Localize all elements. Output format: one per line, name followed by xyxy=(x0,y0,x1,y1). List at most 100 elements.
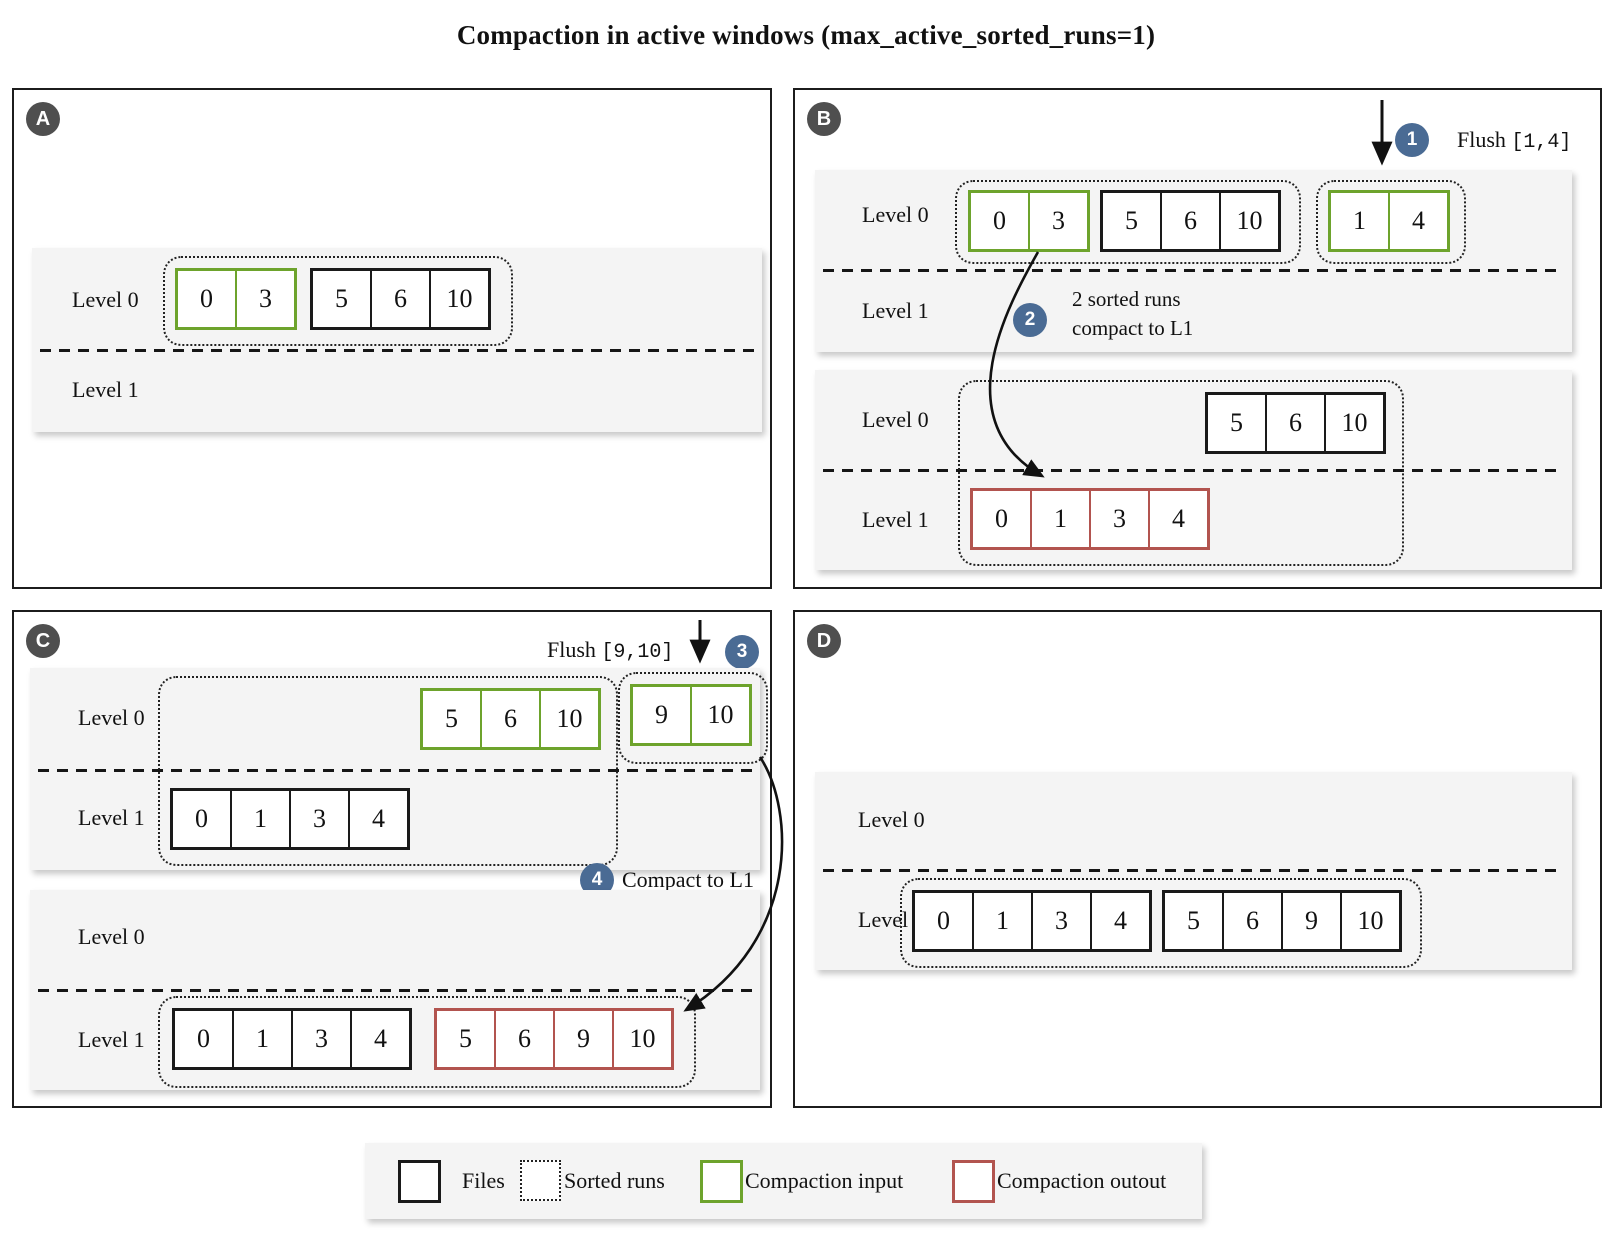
panel-b-bottom-level0-label: Level 0 xyxy=(862,407,929,432)
panel-b-sorted-run1-outline xyxy=(955,180,1301,264)
file-cell: 6 xyxy=(1222,893,1281,949)
panel-c-bottom-level0-label: Level 0 xyxy=(78,924,145,949)
panel-c-badge: C xyxy=(26,624,60,658)
file-cell: 3 xyxy=(1028,193,1087,249)
panel-c-sorted-run1-outline xyxy=(158,676,618,866)
panel-a-level0-label: Level 0 xyxy=(72,287,139,312)
file-cell: 0 xyxy=(995,504,1008,533)
file-cell: 5 xyxy=(1187,906,1200,935)
file-cell: 0 xyxy=(195,804,208,833)
file-cell: 3 xyxy=(291,1011,350,1067)
panel-a-badge: A xyxy=(26,102,60,136)
step-1-badge: 1 xyxy=(1395,123,1429,157)
file-cell: 6 xyxy=(1160,193,1219,249)
file-cell: 1 xyxy=(1030,491,1089,547)
file-cell: 6 xyxy=(1265,395,1324,451)
legend-files-swatch xyxy=(398,1160,441,1203)
file-cell: 1 xyxy=(230,791,289,847)
panel-b-bottom-files-box: 5 6 10 xyxy=(1205,392,1386,454)
legend: Files Sorted runs Compaction input Compa… xyxy=(365,1143,1202,1219)
file-cell: 10 xyxy=(1340,893,1399,949)
legend-files-label: Files xyxy=(462,1168,505,1193)
panel-b-top-level0-label: Level 0 xyxy=(862,202,929,227)
legend-compaction-input-label: Compaction input xyxy=(745,1168,904,1193)
file-cell: 5 xyxy=(335,284,348,313)
panel-b-flushed-box: 1 4 xyxy=(1328,190,1450,252)
panel-d-level0-label: Level 0 xyxy=(858,807,925,832)
file-cell: 10 xyxy=(690,687,749,743)
file-cell: 10 xyxy=(539,691,598,747)
panel-c-flushed-box: 9 10 xyxy=(630,684,752,746)
panel-c-compaction-input-box: 5 6 10 xyxy=(420,688,601,750)
panel-c-top-level0-label: Level 0 xyxy=(78,705,145,730)
file-cell: 10 xyxy=(612,1011,671,1067)
legend-compaction-input-swatch xyxy=(700,1160,743,1203)
step-3-badge: 3 xyxy=(725,635,759,669)
file-cell: 5 xyxy=(459,1024,472,1053)
file-cell: 10 xyxy=(429,271,488,327)
panel-d-files-box2: 5 6 9 10 xyxy=(1162,890,1402,952)
panel-b-compaction-output-box: 0 1 3 4 xyxy=(970,488,1210,550)
file-cell: 5 xyxy=(1230,408,1243,437)
file-cell: 10 xyxy=(1324,395,1383,451)
file-cell: 0 xyxy=(200,284,213,313)
panel-b-top-level-separator xyxy=(823,269,1564,272)
panel-b-top-level1-label: Level 1 xyxy=(862,298,929,323)
panel-d-badge: D xyxy=(807,624,841,658)
panel-c-compaction-output-box: 5 6 9 10 xyxy=(434,1008,674,1070)
panel-b-sorted-run2-outline xyxy=(1316,180,1466,264)
file-cell: 6 xyxy=(370,271,429,327)
panel-c-top-level1-label: Level 1 xyxy=(78,805,145,830)
panel-a-files-box: 5 6 10 xyxy=(310,268,491,330)
file-cell: 1 xyxy=(1353,206,1366,235)
panel-c-top-level-separator xyxy=(38,769,752,772)
legend-sorted-runs-label: Sorted runs xyxy=(564,1168,665,1193)
step-2-badge: 2 xyxy=(1013,303,1047,337)
panel-c-merged-sorted-run-outline xyxy=(158,996,696,1088)
file-cell: 4 xyxy=(1090,893,1149,949)
panel-c-top-files-box: 0 1 3 4 xyxy=(170,788,410,850)
panel-b-bottom-level-separator xyxy=(823,469,1564,472)
file-cell: 9 xyxy=(1281,893,1340,949)
legend-compaction-output-swatch xyxy=(952,1160,995,1203)
panel-a-level-separator xyxy=(40,349,754,352)
file-cell: 9 xyxy=(553,1011,612,1067)
panel-a-compaction-input-box: 0 3 xyxy=(175,268,297,330)
panel-b-badge: B xyxy=(807,102,841,136)
file-cell: 9 xyxy=(655,700,668,729)
diagram-title: Compaction in active windows (max_active… xyxy=(456,20,1156,50)
file-cell: 6 xyxy=(494,1011,553,1067)
file-cell: 10 xyxy=(1219,193,1278,249)
panel-c-bottom-files-box: 0 1 3 4 xyxy=(172,1008,412,1070)
step-2-caption: 2 sorted runs compact to L1 xyxy=(1072,287,1194,340)
file-cell: 0 xyxy=(197,1024,210,1053)
panel-b-top-files-box: 5 6 10 xyxy=(1100,190,1281,252)
legend-sorted-runs-swatch xyxy=(520,1160,561,1201)
flush-1-4-label: Flush [1,4] xyxy=(1457,127,1572,154)
panel-d-level-separator xyxy=(823,869,1564,872)
flush-1-4-range: [1,4] xyxy=(1511,131,1572,154)
panel-a-level1-label: Level 1 xyxy=(72,377,139,402)
file-cell: 4 xyxy=(350,1011,409,1067)
panel-b-bottom-level1-label: Level 1 xyxy=(862,507,929,532)
file-cell: 5 xyxy=(1125,206,1138,235)
file-cell: 1 xyxy=(972,893,1031,949)
file-cell: 3 xyxy=(289,791,348,847)
file-cell: 3 xyxy=(235,271,294,327)
panel-d-files-box1: 0 1 3 4 xyxy=(912,890,1152,952)
file-cell: 0 xyxy=(993,206,1006,235)
flush-9-10-range: [9,10] xyxy=(601,641,674,664)
file-cell: 5 xyxy=(445,704,458,733)
panel-d-sorted-run-outline xyxy=(900,878,1422,968)
panel-b-compaction-input-box: 0 3 xyxy=(968,190,1090,252)
file-cell: 4 xyxy=(1388,193,1447,249)
file-cell: 1 xyxy=(232,1011,291,1067)
panel-b-merged-sorted-run-outline xyxy=(958,380,1404,566)
panel-a-sorted-run-outline xyxy=(163,256,513,346)
flush-9-10-label: Flush [9,10] xyxy=(547,637,674,664)
panel-c-bottom-level1-label: Level 1 xyxy=(78,1027,145,1052)
file-cell: 6 xyxy=(480,691,539,747)
file-cell: 0 xyxy=(937,906,950,935)
legend-compaction-output-label: Compaction outout xyxy=(997,1168,1167,1193)
